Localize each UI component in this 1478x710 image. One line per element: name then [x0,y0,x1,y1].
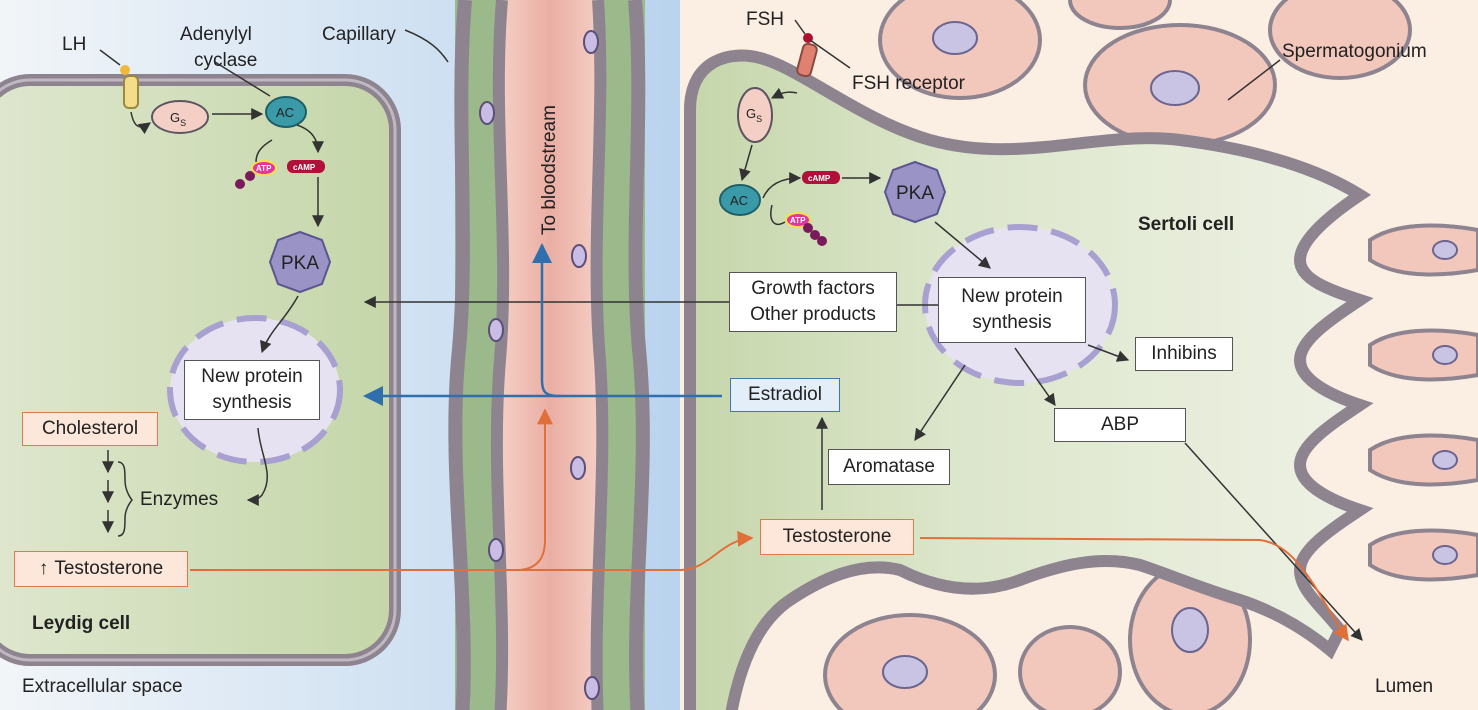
atp-icon-left [235,160,277,189]
sertoli-process-nuclei [1432,240,1458,565]
atp-icon-right [785,212,827,246]
lumen-label: Lumen [1375,676,1433,697]
estradiol-box: Estradiol [730,378,840,412]
pka-icon-right [883,160,947,224]
gs-label-left: GS [170,110,186,128]
camp-icon-left [287,160,325,173]
capillary-label: Capillary [322,24,396,45]
growth-factors-box: Growth factors Other products [729,272,897,332]
ac-enzyme-icon-right [719,184,761,216]
testosterone-leydig-box: ↑ Testosterone [14,551,188,587]
ac-enzyme-icon-left [265,96,307,128]
spermatogonium-label: Spermatogonium [1282,41,1427,62]
aromatase-box: Aromatase [828,449,950,485]
fsh-label: FSH [746,9,784,30]
estradiol-arrows [363,243,722,406]
lh-label: LH [62,34,86,55]
sertoli-cell-label: Sertoli cell [1138,214,1234,235]
enzymes-label: Enzymes [140,489,218,510]
cyclase-label: cyclase [194,50,257,71]
abp-box: ABP [1054,408,1186,442]
ac-label-right: AC [730,193,748,208]
germ-cells [823,0,1412,710]
inhibins-box: Inhibins [1135,337,1233,371]
gs-protein-icon-right [737,87,773,143]
gs-protein-icon-left [151,100,209,134]
fsh-receptor-icon [796,33,818,78]
to-bloodstream-label: To bloodstream [539,105,560,235]
testosterone-sertoli-box: Testosterone [760,519,914,555]
sertoli-processes [1368,223,1478,582]
lh-receptor-icon [120,65,139,109]
pka-label-left: PKA [281,253,319,274]
leydig-protein-synthesis-box: New protein synthesis [184,360,320,420]
testosterone-arrows [190,408,1349,642]
adenylyl-label: Adenylyl [180,24,252,45]
fsh-receptor-label: FSH receptor [852,73,966,94]
pka-label-right: PKA [896,183,934,204]
camp-icon-right [802,171,840,184]
camp-label-right: cAMP [808,174,831,183]
pka-icon-left [268,230,332,294]
leydig-cell-membrane-inner [0,78,397,662]
extracellular-space-label: Extracellular space [22,676,183,697]
cholesterol-box: Cholesterol [22,412,158,446]
atp-label-right: ATP [790,216,806,225]
leydig-cell-label: Leydig cell [32,613,130,634]
camp-label-left: cAMP [293,163,316,172]
gs-label-right: GS [746,106,762,124]
up-arrow-icon: ↑ [38,558,49,579]
sertoli-protein-synthesis-box: New protein synthesis [938,277,1086,343]
capillary-vessel [448,0,650,710]
atp-label-left: ATP [256,164,272,173]
signal-arrows [99,19,1363,641]
ac-label-left: AC [276,105,294,120]
